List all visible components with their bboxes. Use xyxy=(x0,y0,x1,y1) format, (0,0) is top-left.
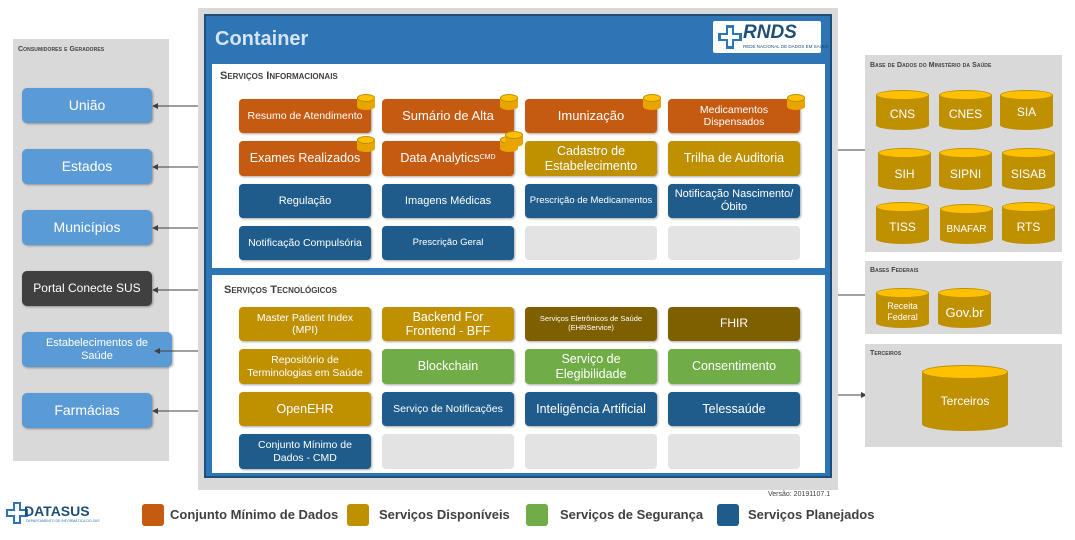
service-consentimento[interactable]: Consentimento xyxy=(668,349,800,384)
db-sisab[interactable]: SISAB xyxy=(1002,148,1055,190)
service-medicamentos-dispensados[interactable]: Medicamentos Dispensados xyxy=(668,99,800,133)
service-elegibilidade[interactable]: Serviço de Elegibilidade xyxy=(525,349,657,384)
legend-swatch-cmd xyxy=(142,504,164,526)
datasus-cross-icon xyxy=(6,502,28,524)
database-icon xyxy=(357,94,375,110)
db-sisab-label: SISAB xyxy=(1010,167,1047,181)
third-party-title: Terceiros xyxy=(870,350,902,357)
service-bff[interactable]: Backend For Frontend - BFF xyxy=(382,307,514,341)
db-cnes-label: CNES xyxy=(948,107,983,121)
service-slot-empty xyxy=(525,226,657,260)
db-rts[interactable]: RTS xyxy=(1002,202,1055,244)
db-sipni-label: SIPNI xyxy=(949,167,982,181)
service-notificacao-nascimento[interactable]: Notificação Nascimento/Óbito xyxy=(668,184,800,218)
consumer-portal-conecte-sus[interactable]: Portal Conecte SUS xyxy=(22,271,152,306)
database-icon xyxy=(787,94,805,110)
database-icon xyxy=(500,94,518,110)
service-notificacao-compulsoria[interactable]: Notificação Compulsória xyxy=(239,226,371,260)
datasus-logo-tagline: DEPARTAMENTO DE INFORMÁTICA DO SUS xyxy=(26,519,100,523)
service-prescricao-medicamentos[interactable]: Prescrição de Medicamentos xyxy=(525,184,657,218)
db-receita-federal[interactable]: Receita Federal xyxy=(876,288,929,328)
db-bnafar-label: BNAFAR xyxy=(946,223,987,235)
legend-label-planned: Serviços Planejados xyxy=(748,507,875,522)
technological-title: Serviços Tecnológicos xyxy=(224,284,337,296)
db-cnes[interactable]: CNES xyxy=(939,90,992,130)
service-inteligencia-artificial[interactable]: Inteligência Artificial xyxy=(525,392,657,426)
service-telessaude[interactable]: Telessaúde xyxy=(668,392,800,426)
service-imunizacao[interactable]: Imunização xyxy=(525,99,657,133)
service-exames-realizados[interactable]: Exames Realizados xyxy=(239,141,371,176)
service-ehrservice[interactable]: Serviços Eletrônicos de Saúde (EHRServic… xyxy=(525,307,657,341)
service-prescricao-geral[interactable]: Prescrição Geral xyxy=(382,226,514,260)
service-cadastro-estabelecimento[interactable]: Cadastro de Estabelecimento xyxy=(525,141,657,176)
service-sumario-alta[interactable]: Sumário de Alta xyxy=(382,99,514,133)
data-analytics-sup: CMD xyxy=(479,154,496,162)
db-sih-label: SIH xyxy=(894,167,915,181)
db-sia[interactable]: SIA xyxy=(1000,90,1053,130)
db-tiss[interactable]: TISS xyxy=(876,202,929,244)
datasus-logo: DATASUS DEPARTAMENTO DE INFORMÁTICA DO S… xyxy=(6,500,100,526)
service-imagens-medicas[interactable]: Imagens Médicas xyxy=(382,184,514,218)
service-fhir[interactable]: FHIR xyxy=(668,307,800,341)
service-repositorio-terminologias[interactable]: Repositório de Terminologias em Saúde xyxy=(239,349,371,384)
rnds-logo-name: RNDS xyxy=(743,22,797,43)
rnds-cross-icon xyxy=(718,25,742,49)
consumers-panel-title: Consumidores e Geradores xyxy=(18,46,105,53)
consumer-estabelecimentos[interactable]: Estabelecimentos de Saúde xyxy=(22,332,172,367)
service-trilha-auditoria[interactable]: Trilha de Auditoria xyxy=(668,141,800,176)
service-regulacao[interactable]: Regulação xyxy=(239,184,371,218)
db-govbr[interactable]: Gov.br xyxy=(938,288,991,328)
database-icon xyxy=(357,136,375,152)
service-mpi[interactable]: Master Patient Index (MPI) xyxy=(239,307,371,341)
legend-label-security: Serviços de Segurança xyxy=(560,507,704,522)
datasus-logo-name: DATASUS xyxy=(24,503,90,519)
db-terceiros[interactable]: Terceiros xyxy=(922,365,1008,431)
legend-label-cmd: Conjunto Mínimo de Dados xyxy=(170,507,339,522)
rnds-logo: RNDS REDE NACIONAL DE DADOS EM SAÚDE xyxy=(713,21,829,53)
legend-swatch-available xyxy=(347,504,369,526)
ministry-db-title: Base de Dados do Ministério da Saúde xyxy=(870,62,992,69)
db-sia-label: SIA xyxy=(1016,105,1037,119)
service-notificacoes[interactable]: Serviço de Notificações xyxy=(382,392,514,426)
db-bnafar[interactable]: BNAFAR xyxy=(940,204,993,244)
data-analytics-label: Data Analytics xyxy=(400,151,480,166)
service-blockchain[interactable]: Blockchain xyxy=(382,349,514,384)
service-resumo-atendimento[interactable]: Resumo de Atendimento xyxy=(239,99,371,133)
database-icon xyxy=(643,94,661,110)
consumer-estados[interactable]: Estados xyxy=(22,149,152,184)
db-rts-label: RTS xyxy=(1016,220,1041,234)
legend-swatch-security xyxy=(526,504,548,526)
consumer-uniao[interactable]: União xyxy=(22,88,152,123)
db-govbr-label: Gov.br xyxy=(945,304,984,320)
db-cns-label: CNS xyxy=(889,107,916,121)
rnds-logo-tagline: REDE NACIONAL DE DADOS EM SAÚDE xyxy=(743,44,830,49)
service-slot-empty xyxy=(668,226,800,260)
service-slot-empty xyxy=(525,434,657,469)
db-terceiros-label: Terceiros xyxy=(940,394,990,408)
consumer-municipios[interactable]: Municípios xyxy=(22,210,152,245)
version-label: Versão: 20191107.1 xyxy=(768,491,831,498)
federal-db-title: Bases Federais xyxy=(870,267,919,274)
db-tiss-label: TISS xyxy=(889,220,916,234)
db-cns[interactable]: CNS xyxy=(876,90,929,130)
db-receita-federal-label: Receita Federal xyxy=(887,301,918,322)
informational-title: Serviços Informacionais xyxy=(220,70,338,82)
db-sipni[interactable]: SIPNI xyxy=(939,148,992,190)
service-slot-empty xyxy=(668,434,800,469)
service-openehr[interactable]: OpenEHR xyxy=(239,392,371,426)
service-cmd[interactable]: Conjunto Mínimo de Dados - CMD xyxy=(239,434,371,469)
db-sih[interactable]: SIH xyxy=(878,148,931,190)
database-icon xyxy=(505,131,523,147)
container-title: Container xyxy=(215,28,309,50)
consumer-farmacias[interactable]: Farmácias xyxy=(22,393,152,428)
legend-swatch-planned xyxy=(717,504,739,526)
legend-label-available: Serviços Disponíveis xyxy=(379,507,510,522)
service-slot-empty xyxy=(382,434,514,469)
